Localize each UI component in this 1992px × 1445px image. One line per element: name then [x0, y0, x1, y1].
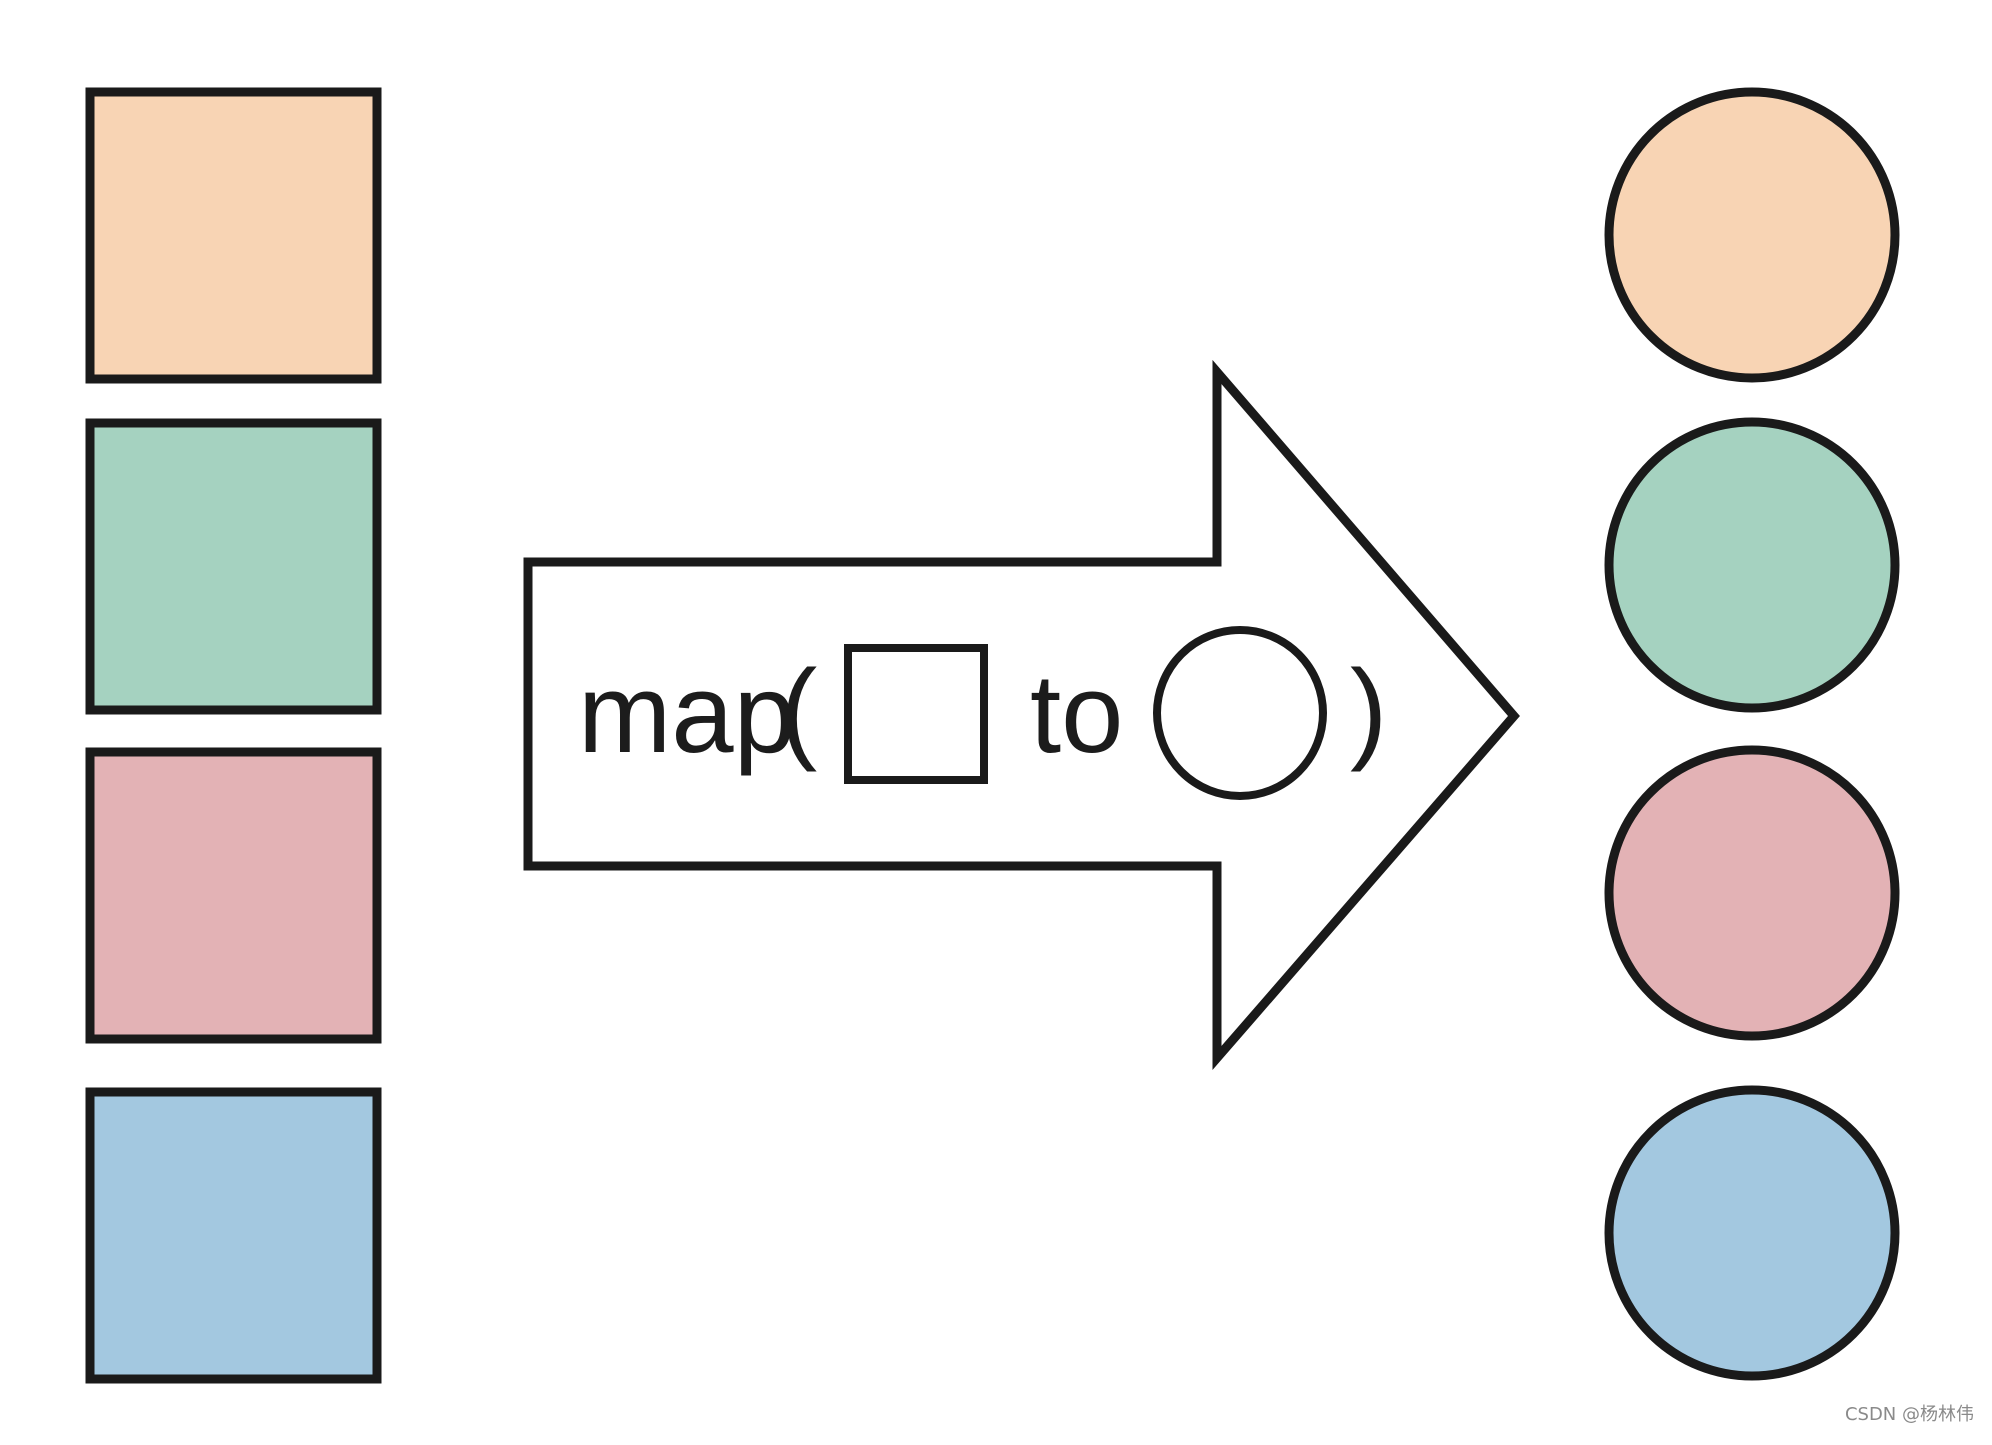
input-squares	[85, 87, 382, 1384]
close-paren: )	[1350, 647, 1387, 772]
map-arrow: map ( to )	[523, 359, 1520, 1071]
map-function-label: map	[578, 651, 796, 776]
open-paren: (	[780, 647, 817, 772]
output-circles	[1604, 87, 1900, 1381]
arrow-shape	[523, 359, 1520, 1071]
output-circle-pink	[1604, 745, 1900, 1041]
to-label: to	[1030, 651, 1123, 776]
watermark: CSDN @杨林伟	[1844, 1404, 1974, 1425]
square-symbol-icon	[844, 644, 988, 784]
input-square-peach	[85, 87, 382, 384]
output-circle-blue	[1604, 1085, 1900, 1381]
input-square-green	[85, 418, 382, 715]
input-square-pink	[85, 747, 382, 1044]
input-square-blue	[85, 1087, 382, 1384]
circle-symbol-icon	[1153, 626, 1327, 800]
output-circle-green	[1604, 417, 1900, 713]
output-circle-peach	[1604, 87, 1900, 383]
